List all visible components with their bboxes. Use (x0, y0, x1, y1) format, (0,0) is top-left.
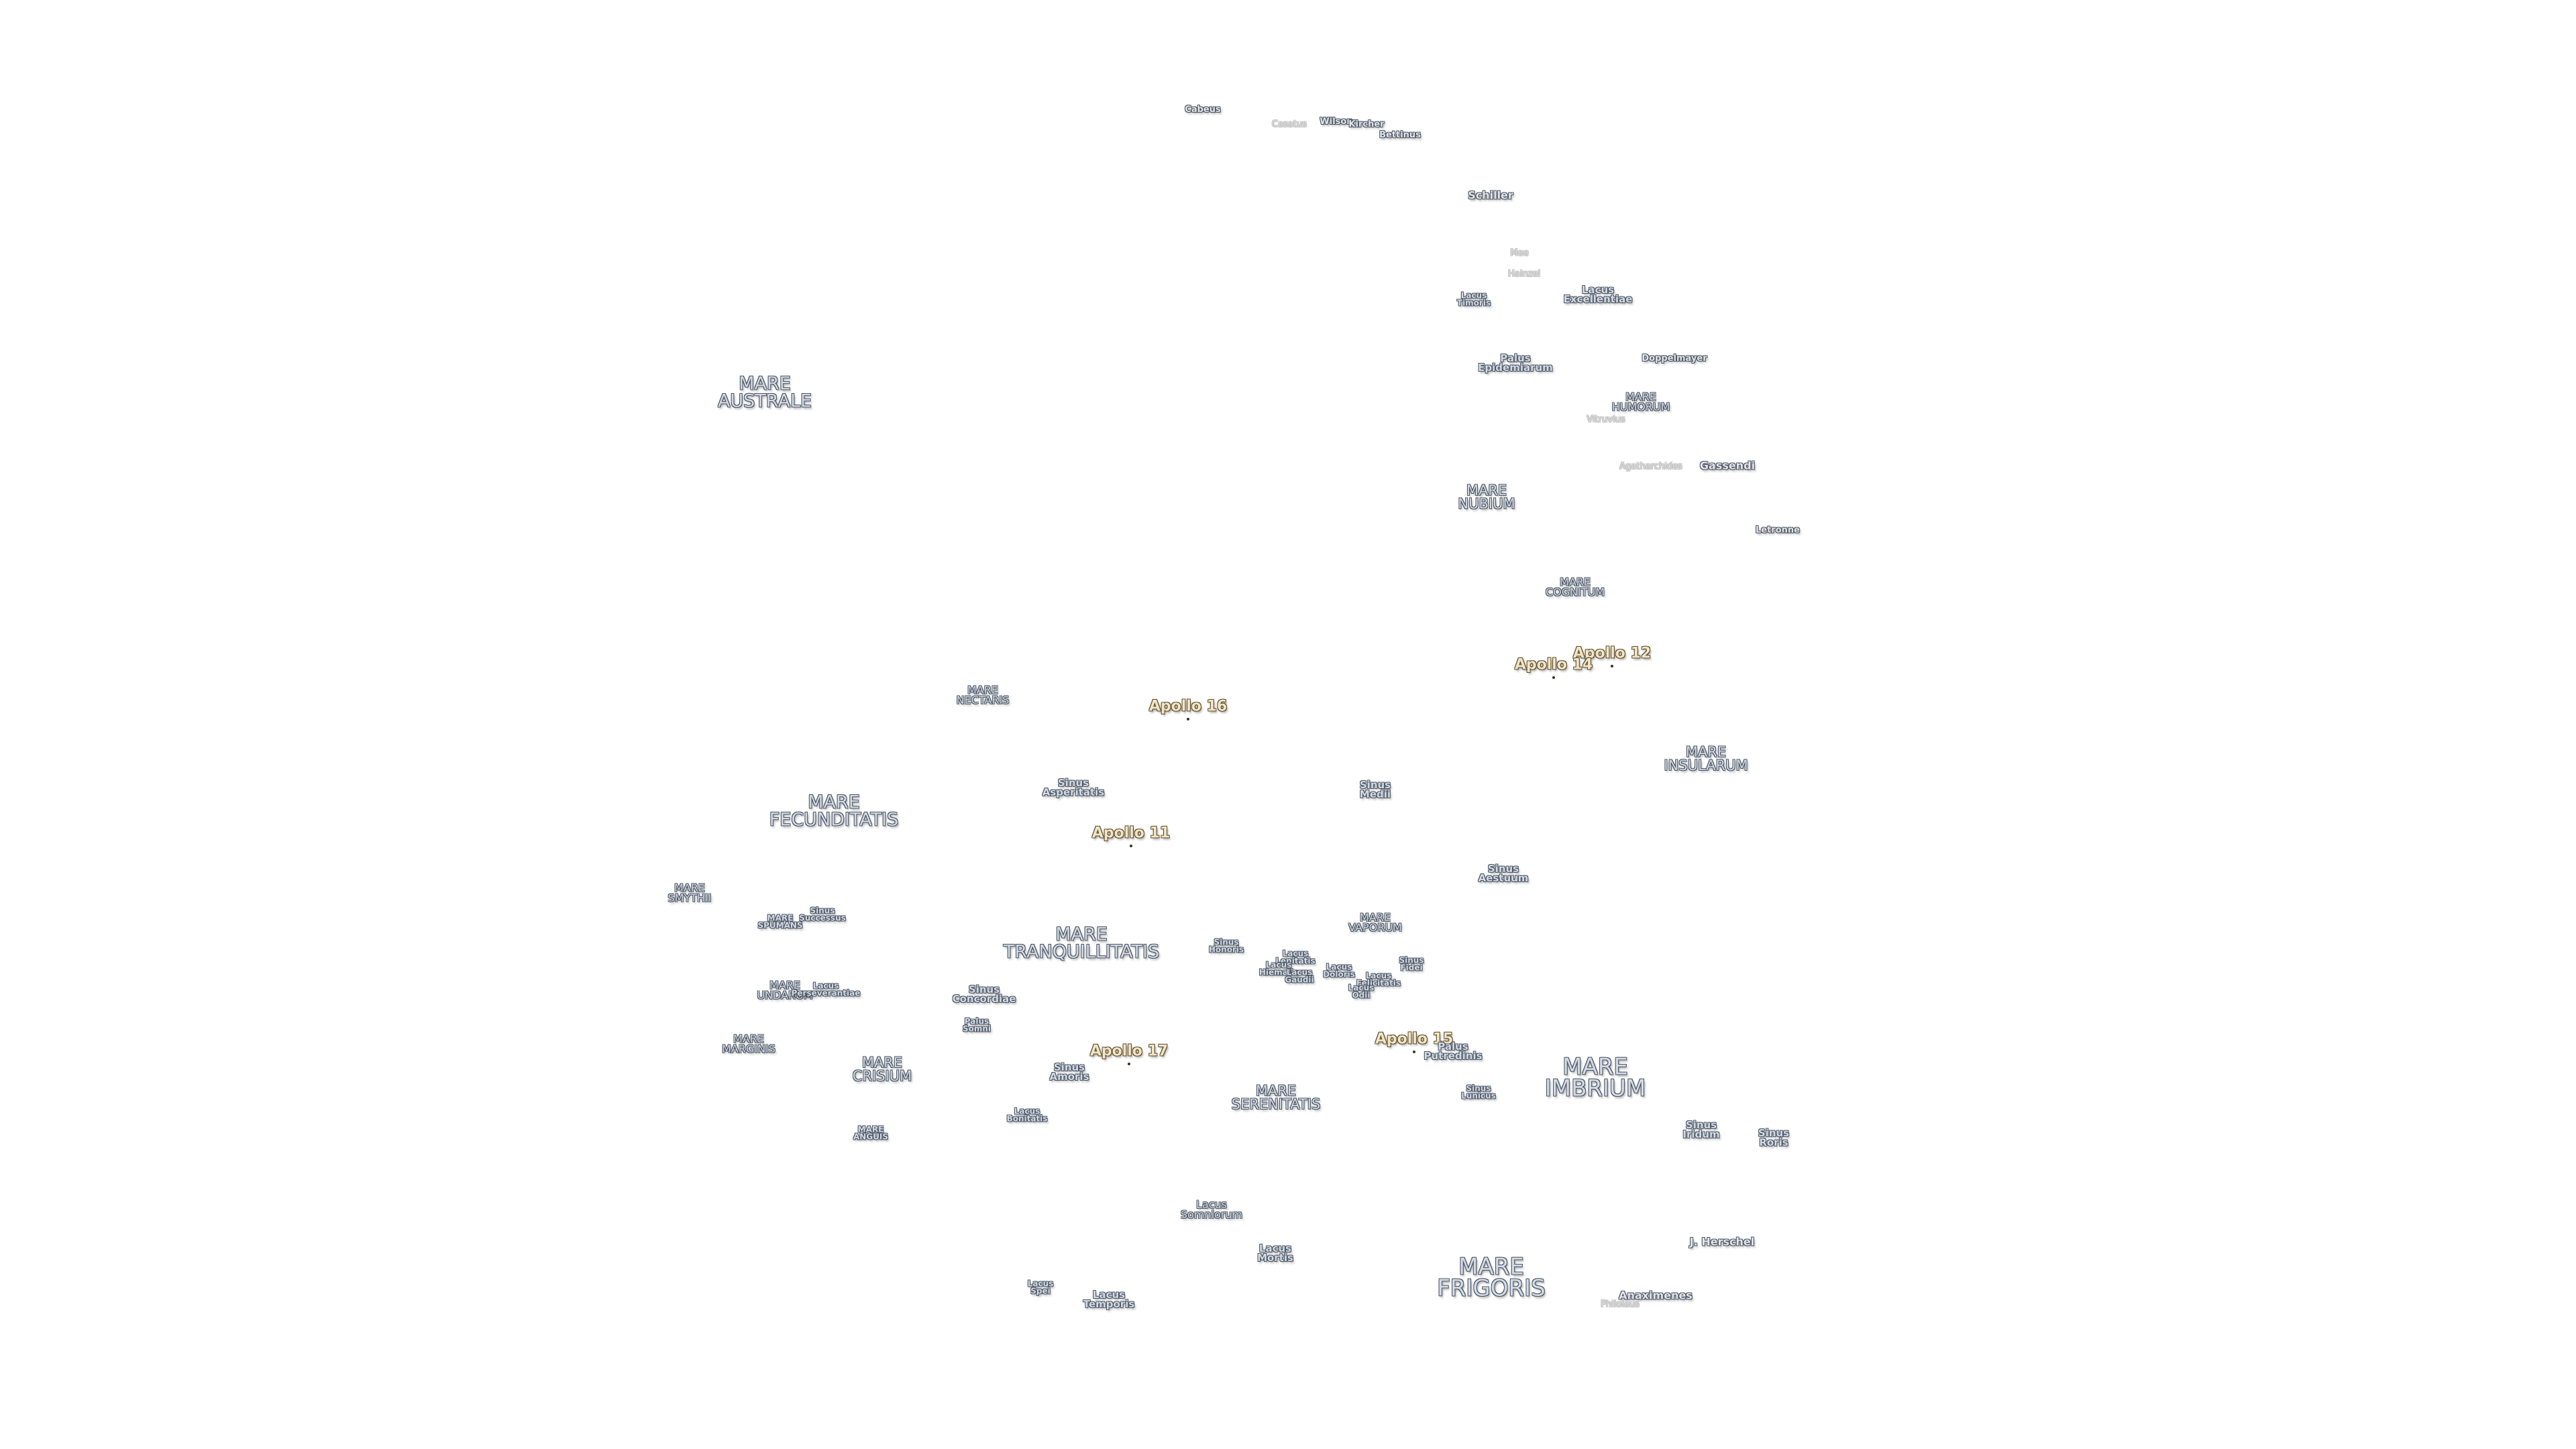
label-mare-imbrium: MARE IMBRIUM (1544, 1053, 1646, 1102)
label-sinus-amoris: Sinus Amoris (1049, 1061, 1089, 1083)
label-mare-frigoris: MARE FRIGORIS (1437, 1253, 1546, 1302)
label-lacus-doloris: Lacus Doloris (1323, 962, 1355, 979)
label-mare-marginis: MARE MARGINIS (722, 1032, 775, 1055)
label-sinus-aestuum: Sinus Aestuum (1478, 862, 1529, 884)
apollo-15-site-marker (1413, 1051, 1415, 1053)
label-wilson: Wilson (1320, 116, 1353, 127)
label-mare-serenitatis: MARE SERENITATIS (1231, 1083, 1321, 1112)
label-lacus-perseverantiae: Lacus Perseverantiae (791, 981, 861, 998)
label-lacus-spei: Lacus Spei (1027, 1279, 1054, 1296)
label-mare-nectaris: MARE NECTARIS (956, 683, 1010, 706)
label-palus-epidemiarum: Palus Epidemiarum (1478, 352, 1553, 374)
label-lacus-felicitatis: Lacus Felicitatis (1356, 971, 1401, 988)
label-mare-smythii: MARE SMYTHII (667, 881, 712, 904)
label-gassendi: Gassendi (1699, 459, 1756, 472)
label-palus-putredinis: Palus Putredinis (1424, 1040, 1483, 1062)
label-lacus-bonitatis: Lacus Bonitatis (1006, 1106, 1048, 1124)
label-sinus-asperitatis: Sinus Asperitatis (1042, 776, 1105, 798)
label-casatus: Casatus (1272, 119, 1307, 129)
label-lacus-gaudii: Lacus Gaudii (1285, 967, 1314, 985)
label-mare-spumans: MARE SPUMANS (757, 913, 803, 930)
label-mare-australe: MARE AUSTRALE (717, 373, 812, 411)
label-mare-tranquillitatis: MARE TRANQUILLITATIS (1003, 924, 1160, 962)
label-kircher: Kircher (1348, 119, 1385, 129)
label-lacus-timoris: Lacus Timoris (1456, 290, 1491, 308)
label-mare-crisium: MARE CRISIUM (852, 1055, 912, 1084)
label-philolaus: Philolaus (1601, 1299, 1640, 1309)
label-sinus-iridum: Sinus Iridum (1682, 1118, 1720, 1140)
label-lacus-hiemalis: Lacus Hiemalis (1258, 960, 1299, 977)
label-lacus-somniorum: Lacus Somniorum (1180, 1197, 1243, 1221)
label-mare-insularum: MARE INSULARUM (1664, 744, 1748, 773)
label-apollo-15: Apollo 15 (1375, 1030, 1454, 1048)
label-mare-humorum: MARE HUMORUM (1611, 390, 1670, 413)
label-mare-fecunditatis: MARE FECUNDITATIS (769, 792, 899, 830)
label-j-herschel: J. Herschel (1689, 1235, 1755, 1248)
label-mare-vaporum: MARE VAPORUM (1348, 910, 1402, 934)
label-lacus-temporis: Lacus Temporis (1083, 1288, 1135, 1310)
apollo-11-site-marker (1130, 845, 1132, 847)
label-apollo-11: Apollo 11 (1091, 824, 1171, 842)
label-palus-somni: Palus Somni (962, 1016, 991, 1034)
label-lacus-mortis: Lacus Mortis (1257, 1242, 1293, 1264)
apollo-16-site-marker (1187, 718, 1189, 720)
label-schiller: Schiller (1468, 189, 1513, 202)
label-lacus-odii: Lacus Odii (1348, 983, 1375, 1000)
label-letronne: Letronne (1756, 525, 1800, 535)
apollo-17-site-marker (1128, 1063, 1130, 1065)
apollo-14-site-marker (1552, 676, 1555, 679)
label-bettinus: Bettinus (1379, 129, 1421, 140)
label-apollo-12: Apollo 12 (1572, 645, 1652, 662)
label-mare-cognitum: MARE COGNITUM (1545, 575, 1605, 598)
label-apollo-17: Apollo 17 (1089, 1042, 1169, 1060)
label-sinus-roris: Sinus Roris (1758, 1126, 1790, 1148)
label-hainzel: Hainzel (1507, 268, 1541, 279)
label-sinus-honoris: Sinus Honoris (1208, 937, 1244, 955)
label-lacus-lenitatis: Lacus Lenitatis (1275, 949, 1316, 966)
label-sinus-lunicus: Sinus Lunicus (1461, 1083, 1496, 1101)
label-mare-nubium: MARE NUBIUM (1458, 482, 1515, 512)
label-anaximenes: Anaximenes (1619, 1289, 1693, 1302)
label-cabeus: Cabeus (1185, 104, 1221, 115)
label-apollo-16: Apollo 16 (1148, 698, 1228, 715)
label-mee: Mee (1510, 248, 1529, 258)
label-mare-anguis: MARE ANGUIS (853, 1124, 889, 1142)
label-agatharchides: Agatharchides (1619, 461, 1682, 472)
label-sinus-concordiae: Sinus Concordiae (952, 983, 1016, 1005)
label-sinus-successus: Sinus Successus (799, 906, 846, 923)
label-sinus-medii: Sinus Medii (1359, 778, 1391, 800)
label-vitruvius: Vitruvius (1587, 414, 1625, 425)
label-apollo-14: Apollo 14 (1514, 656, 1593, 674)
label-doppelmayer: Doppelmayer (1642, 353, 1707, 364)
label-lacus-excellentiae: Lacus Excellentiae (1563, 283, 1633, 305)
label-mare-undarum: MARE UNDARUM (757, 978, 813, 1002)
apollo-12-site-marker (1611, 665, 1613, 667)
label-sinus-fidei: Sinus Fidei (1399, 955, 1424, 973)
